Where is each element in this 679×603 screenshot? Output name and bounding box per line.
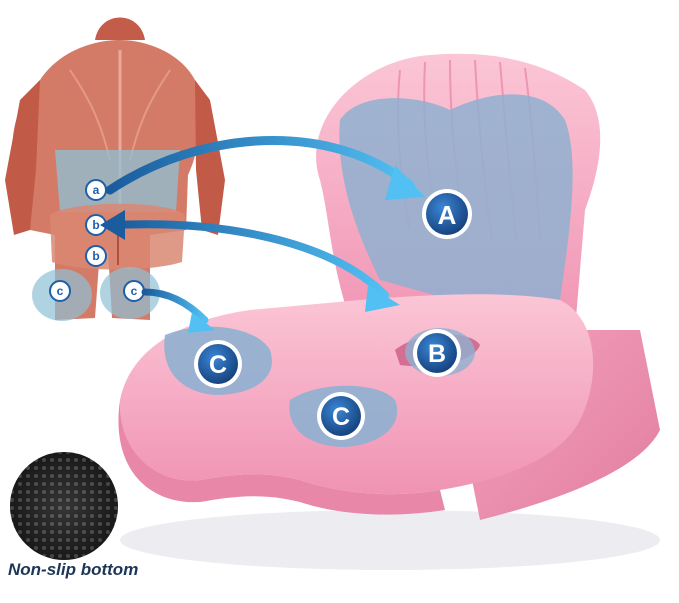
- non-slip-caption: Non-slip bottom: [8, 560, 139, 579]
- badge-c-left-text: C: [209, 351, 227, 379]
- label-left-thigh: c: [49, 280, 71, 302]
- arrow-icon: [105, 135, 425, 200]
- label-upper-back: a: [85, 179, 107, 201]
- badge-b-text: B: [428, 340, 446, 368]
- label-tailbone-text: b: [92, 249, 99, 263]
- arrow-icon: [100, 210, 400, 312]
- label-right-thigh: c: [123, 280, 145, 302]
- label-left-thigh-text: c: [57, 284, 64, 298]
- label-tailbone: b: [85, 245, 107, 267]
- badge-a: A: [422, 189, 472, 239]
- badge-c-right: C: [317, 392, 365, 440]
- badge-c-left: C: [194, 340, 242, 388]
- label-right-thigh-text: c: [131, 284, 138, 298]
- badge-b: B: [413, 329, 461, 377]
- anatomy-figure: a b b c c: [5, 17, 225, 321]
- label-upper-back-text: a: [93, 183, 100, 197]
- badge-a-text: A: [438, 200, 457, 230]
- label-lower-back-text: b: [92, 218, 99, 232]
- mesh-texture-icon: [6, 448, 122, 564]
- badge-c-right-text: C: [332, 403, 350, 431]
- arrow-icon: [141, 288, 215, 333]
